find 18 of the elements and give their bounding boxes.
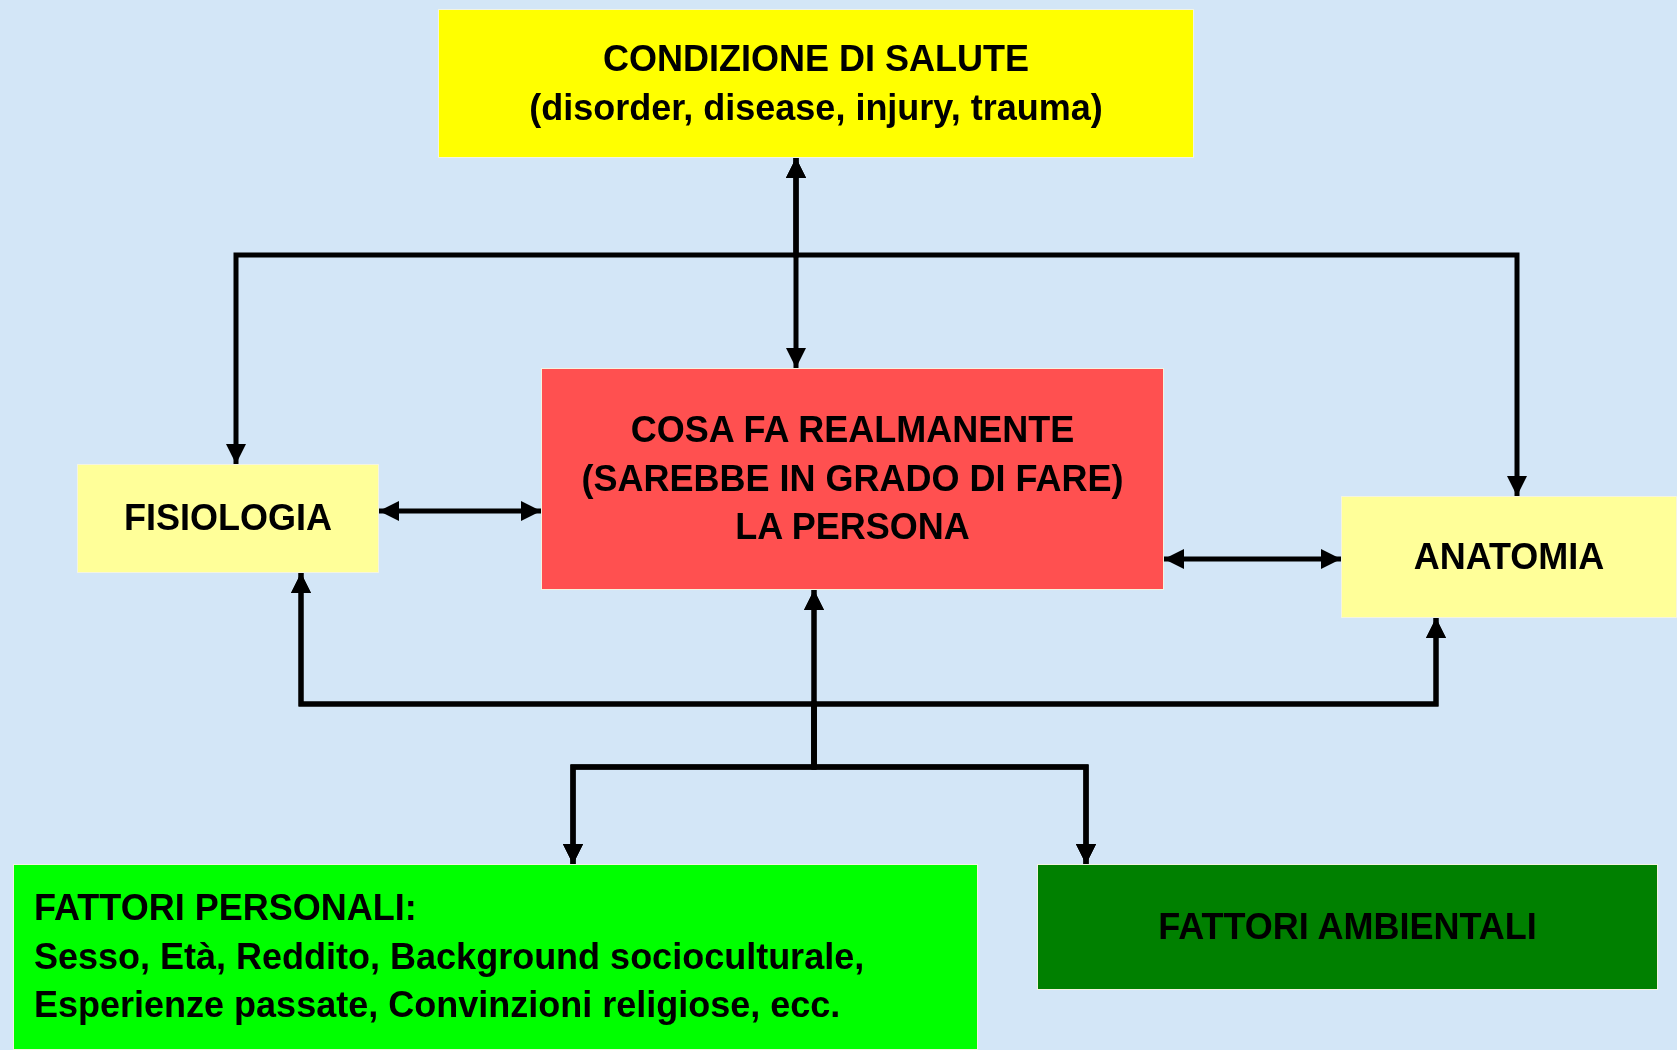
- node-heading: FATTORI PERSONALI:: [34, 886, 417, 931]
- node-body: (disorder, disease, injury, trauma): [529, 85, 1103, 130]
- node-label: FATTORI AMBIENTALI: [1158, 904, 1537, 949]
- node-body: Sesso, Età, Reddito, Background socioculturale, Esperienze passate, Convinzioni religiose, ecc.: [34, 934, 866, 1028]
- personal-factors-box: [13, 864, 978, 1050]
- connector-arrow: [786, 158, 1527, 496]
- connector-arrow: [379, 501, 541, 521]
- node-label: COSA FA REALMANENTE (SAREBBE IN GRADO DI FARE) LA PERSONA: [580, 408, 1125, 550]
- node-heading: CONDIZIONE DI SALUTE: [603, 36, 1029, 81]
- activity-box: [541, 368, 1164, 590]
- anatomy-box: [1341, 496, 1677, 618]
- environmental-factors-box: [1037, 864, 1658, 990]
- connector-arrow: [811, 618, 1446, 864]
- node-label: ANATOMIA: [1413, 534, 1605, 579]
- node-label: FISIOLOGIA: [124, 496, 332, 541]
- health-condition-box: [438, 9, 1194, 158]
- physiology-box: [77, 464, 379, 573]
- connector-arrow: [1164, 549, 1341, 569]
